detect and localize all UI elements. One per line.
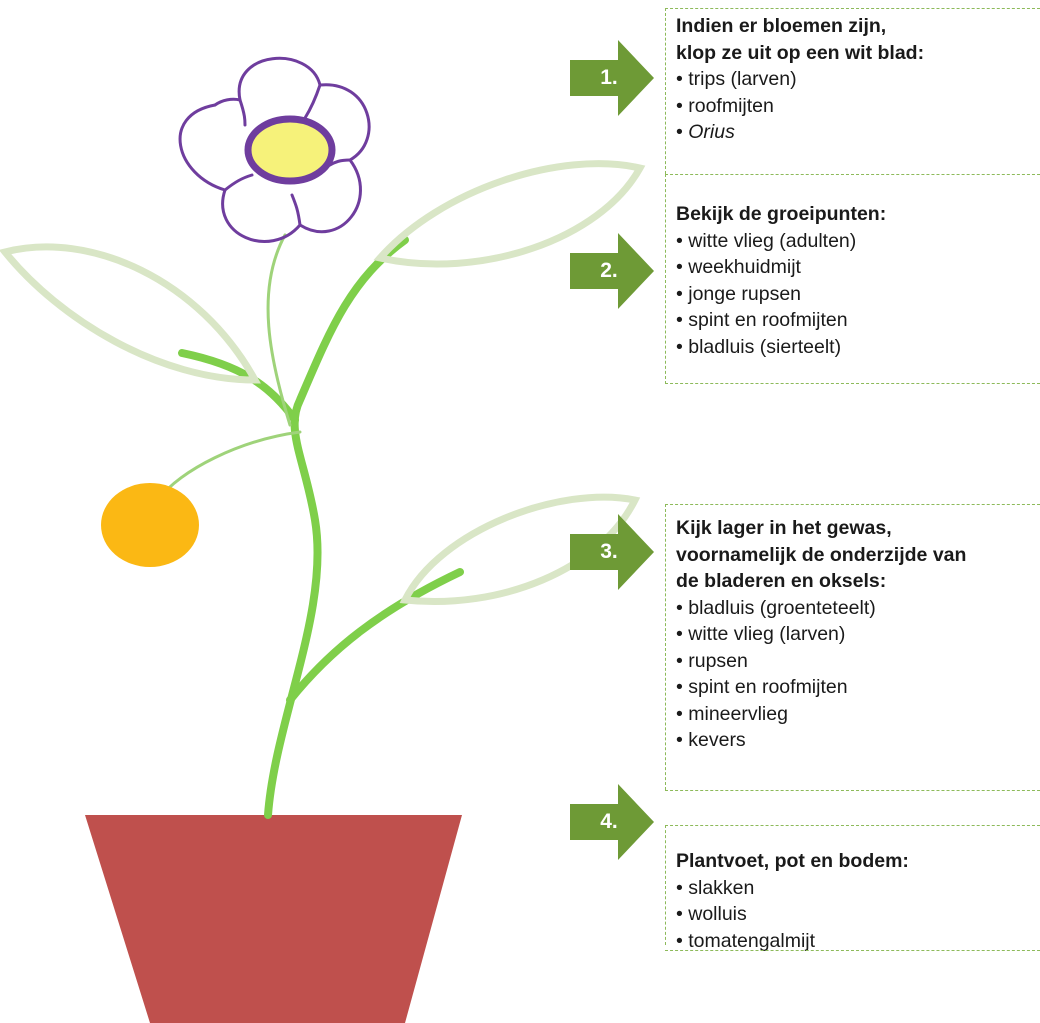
section-2-bottom-border bbox=[665, 383, 1040, 384]
section-2-item: spint en roofmijten bbox=[676, 307, 1040, 334]
step-1-arrow: 1. bbox=[570, 40, 680, 116]
arrow-shape-1 bbox=[570, 40, 654, 116]
section-3-list: bladluis (groenteteelt) witte vlieg (lar… bbox=[676, 595, 1040, 754]
section-1-item: trips (larven) bbox=[676, 66, 1040, 93]
section-3-item: kevers bbox=[676, 727, 1040, 754]
leaf-right-lower bbox=[399, 493, 641, 605]
section-3-title-line-2: voornamelijk de onderzijde van bbox=[676, 543, 967, 566]
section-2-title: Bekijk de groeipunten: bbox=[676, 203, 887, 225]
section-3-box: Kijk lager in het gewas, voornamelijk de… bbox=[665, 504, 1040, 790]
lower-branch bbox=[286, 568, 464, 704]
section-1-item: Orius bbox=[676, 119, 1040, 146]
step-3-arrow: 3. bbox=[570, 514, 680, 590]
section-1-item: roofmijten bbox=[676, 93, 1040, 120]
section-2-item: bladluis (sierteelt) bbox=[676, 334, 1040, 361]
section-2-box: Bekijk de groeipunten: witte vlieg (adul… bbox=[665, 174, 1040, 384]
flower-stalk bbox=[266, 233, 292, 427]
section-3-item: mineervlieg bbox=[676, 701, 1040, 728]
section-2-item: witte vlieg (adulten) bbox=[676, 228, 1040, 255]
section-4-list: slakken wolluis tomatengalmijt bbox=[676, 875, 1040, 955]
section-2-item: jonge rupsen bbox=[676, 281, 1040, 308]
section-3-item: spint en roofmijten bbox=[676, 674, 1040, 701]
section-1-title-line-1: Indien er bloemen zijn, bbox=[676, 15, 887, 37]
fruit-stalk bbox=[156, 430, 302, 502]
section-3-item: rupsen bbox=[676, 648, 1040, 675]
step-3-number: 3. bbox=[600, 540, 618, 563]
main-stem bbox=[264, 236, 409, 819]
section-2-item: weekhuidmijt bbox=[676, 254, 1040, 281]
section-3-title-line-1: Kijk lager in het gewas, bbox=[676, 517, 892, 539]
plant-illustration bbox=[0, 56, 646, 1023]
section-3-item: witte vlieg (larven) bbox=[676, 621, 1040, 648]
section-3-item: bladluis (groenteteelt) bbox=[676, 595, 1040, 622]
section-3-title-line-3: de bladeren en oksels: bbox=[676, 570, 887, 592]
section-4-bottom-border bbox=[665, 950, 1040, 951]
step-2-number: 2. bbox=[600, 259, 618, 282]
section-4-item: slakken bbox=[676, 875, 1040, 902]
section-2-list: witte vlieg (adulten) weekhuidmijt jonge… bbox=[676, 228, 1040, 361]
fruit bbox=[101, 483, 199, 567]
arrow-shape-3 bbox=[570, 514, 654, 590]
section-4-title: Plantvoet, pot en bodem: bbox=[676, 850, 909, 872]
flower-center bbox=[244, 115, 336, 185]
section-4-item: tomatengalmijt bbox=[676, 928, 1040, 955]
section-4-item: wolluis bbox=[676, 901, 1040, 928]
arrow-shape-4 bbox=[570, 784, 654, 860]
section-3-bottom-border bbox=[665, 790, 1040, 791]
leaf-right-upper bbox=[373, 160, 646, 268]
step-1-number: 1. bbox=[600, 66, 618, 89]
section-4-box: Plantvoet, pot en bodem: slakken wolluis… bbox=[665, 825, 1040, 952]
section-1-box: Indien er bloemen zijn, klop ze uit op e… bbox=[665, 8, 1040, 174]
step-2-arrow: 2. bbox=[570, 233, 680, 309]
flower bbox=[178, 56, 371, 243]
step-4-arrow: 4. bbox=[570, 784, 680, 860]
section-1-list: trips (larven) roofmijten Orius bbox=[676, 66, 1040, 146]
section-1-title-line-2: klop ze uit op een wit blad: bbox=[676, 41, 925, 64]
leaf-left bbox=[0, 243, 261, 384]
flower-pot bbox=[85, 815, 462, 1023]
arrow-shape-2 bbox=[570, 233, 654, 309]
step-4-number: 4. bbox=[600, 810, 618, 833]
